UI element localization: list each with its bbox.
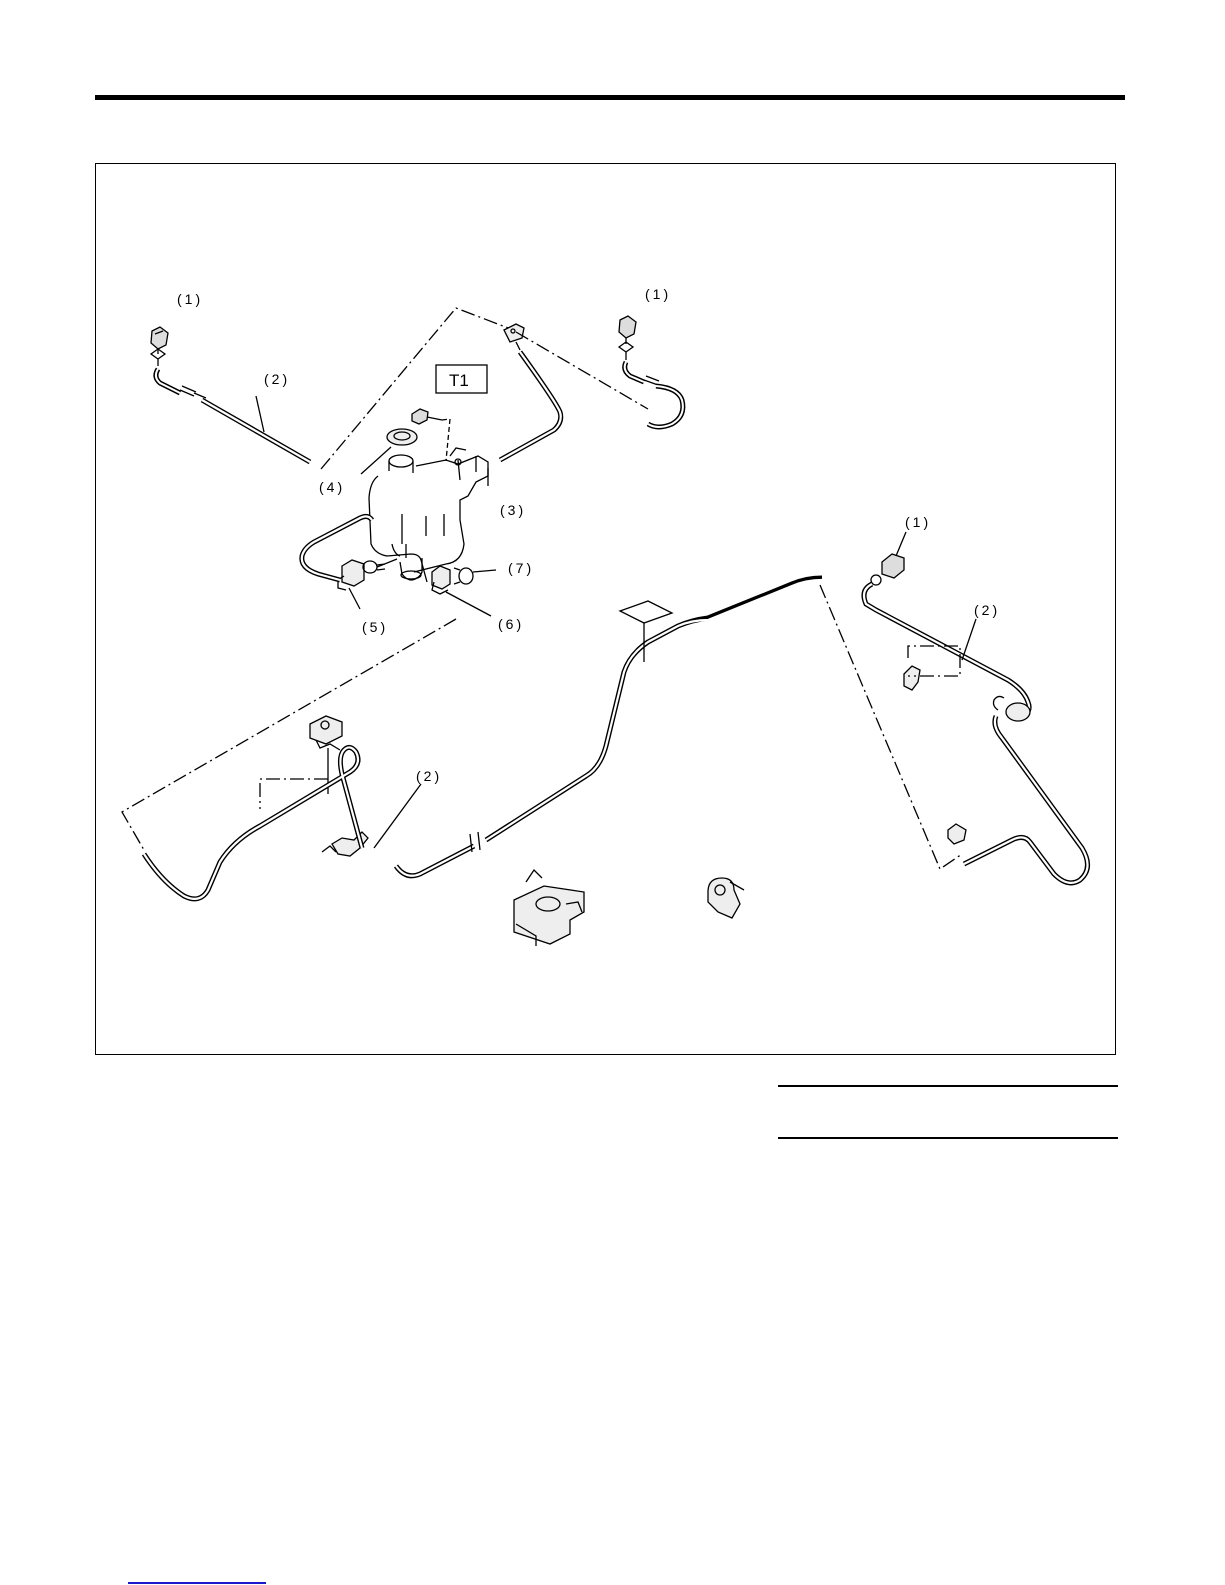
label-hose-bottom: (2) — [416, 768, 442, 784]
clip-square-icon — [260, 716, 342, 809]
label-cap: (4) — [319, 479, 345, 495]
leader-right — [820, 585, 962, 869]
label-nozzle-center: (1) — [645, 286, 671, 302]
note-rule-top — [778, 1085, 1118, 1087]
grommet-icon — [454, 568, 496, 584]
marker-diamond — [620, 601, 672, 623]
washer-motor-rear-icon — [432, 566, 491, 616]
clip-right-lower-icon — [948, 824, 966, 844]
label-tank: (3) — [500, 502, 526, 518]
hose-clamp-icon — [708, 878, 744, 918]
nozzle-center-icon — [619, 316, 636, 360]
label-nozzle-right: (1) — [905, 514, 931, 530]
label-hose-right: (2) — [974, 602, 1000, 618]
hose-right-lower — [964, 716, 1088, 883]
washer-tank-icon — [369, 448, 488, 582]
nozzle-right-icon — [871, 532, 906, 585]
leader-bottom-left — [122, 619, 456, 850]
label-grommet: (7) — [508, 560, 534, 576]
bolt-icon — [412, 409, 450, 461]
label-motor-front: (5) — [362, 619, 388, 635]
label-nozzle-left: (1) — [177, 291, 203, 307]
note-rule-bottom — [778, 1137, 1118, 1139]
washer-motor-front-icon — [338, 560, 385, 609]
header-rule — [95, 95, 1125, 100]
label-hose-left: (2) — [264, 371, 290, 387]
label-motor-rear: (6) — [498, 616, 524, 632]
bracket-top-icon — [504, 324, 524, 350]
hose-right-upper — [864, 584, 1029, 716]
hose-bottom-long — [396, 578, 822, 876]
clip-large-icon — [514, 870, 584, 946]
hose-center — [625, 362, 683, 427]
nozzle-left-icon — [151, 327, 168, 366]
diagram-canvas: (1) (2) (1) T1 (4) (3) (7) (5) (6) (1) (… — [96, 164, 1117, 1056]
torque-label: T1 — [449, 371, 469, 390]
hose-bottom-left — [144, 747, 362, 898]
washer-system-diagram: (1) (2) (1) T1 (4) (3) (7) (5) (6) (1) (… — [95, 163, 1116, 1055]
footer-link-underline[interactable] — [128, 1582, 266, 1584]
check-valve-icon — [994, 696, 1031, 721]
